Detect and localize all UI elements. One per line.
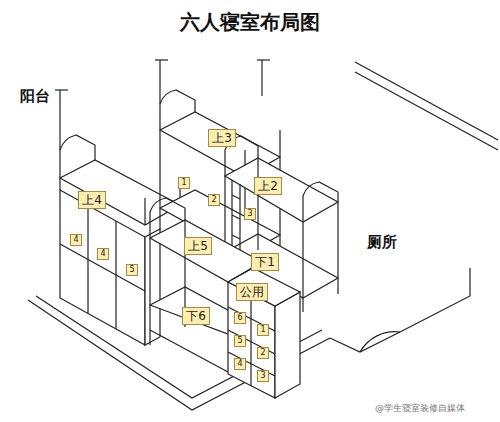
tag-text: 2 <box>260 348 265 357</box>
bed-tag: 上5 <box>184 237 212 255</box>
callout-number: 3 <box>257 370 268 382</box>
tag-text: 上4 <box>82 193 102 207</box>
callout-number: 1 <box>257 324 268 336</box>
callout-number: 5 <box>126 264 137 276</box>
place-label: 厕所 <box>367 233 397 252</box>
diagram-title: 六人寝室布局图 <box>180 9 320 36</box>
tag-text: 4 <box>237 359 242 368</box>
tag-text: 4 <box>100 249 105 258</box>
bed-tag: 上3 <box>208 129 236 147</box>
tag-text: 5 <box>129 265 134 274</box>
floor-outline <box>28 62 498 410</box>
tag-text: 上2 <box>258 179 278 193</box>
callout-number: 4 <box>234 358 245 370</box>
tag-text: 2 <box>211 195 216 204</box>
tag-text: 4 <box>73 235 78 244</box>
bed-tag: 下1 <box>251 253 279 271</box>
callout-number: 3 <box>244 208 255 220</box>
public-cabinet <box>228 268 300 398</box>
tag-text: 1 <box>181 178 186 187</box>
tag-text: 3 <box>260 371 265 380</box>
place-label: 阳台 <box>20 87 50 106</box>
tag-text: 下1 <box>255 255 275 269</box>
callout-number: 4 <box>97 248 108 260</box>
bed-tag: 下6 <box>182 307 210 325</box>
callout-number: 1 <box>178 177 189 189</box>
tag-text: 上5 <box>188 239 208 253</box>
bed-tag: 上2 <box>254 177 282 195</box>
bed-tag: 公用 <box>236 283 268 301</box>
tag-text: 公用 <box>240 285 264 299</box>
callout-number: 6 <box>234 312 245 324</box>
callout-number: 2 <box>257 347 268 359</box>
right-bunk <box>225 136 338 312</box>
callout-number: 4 <box>70 234 81 246</box>
tag-text: 上3 <box>212 131 232 145</box>
tag-text: 1 <box>260 325 265 334</box>
tag-text: 6 <box>237 313 242 322</box>
callout-number: 5 <box>234 335 245 347</box>
callout-number: 2 <box>208 194 219 206</box>
bed-tag: 上4 <box>78 191 106 209</box>
tag-text: 5 <box>237 336 242 345</box>
tag-text: 下6 <box>186 309 206 323</box>
watermark: @学生寝室装修自媒体 <box>373 402 467 415</box>
tag-text: 3 <box>247 209 252 218</box>
